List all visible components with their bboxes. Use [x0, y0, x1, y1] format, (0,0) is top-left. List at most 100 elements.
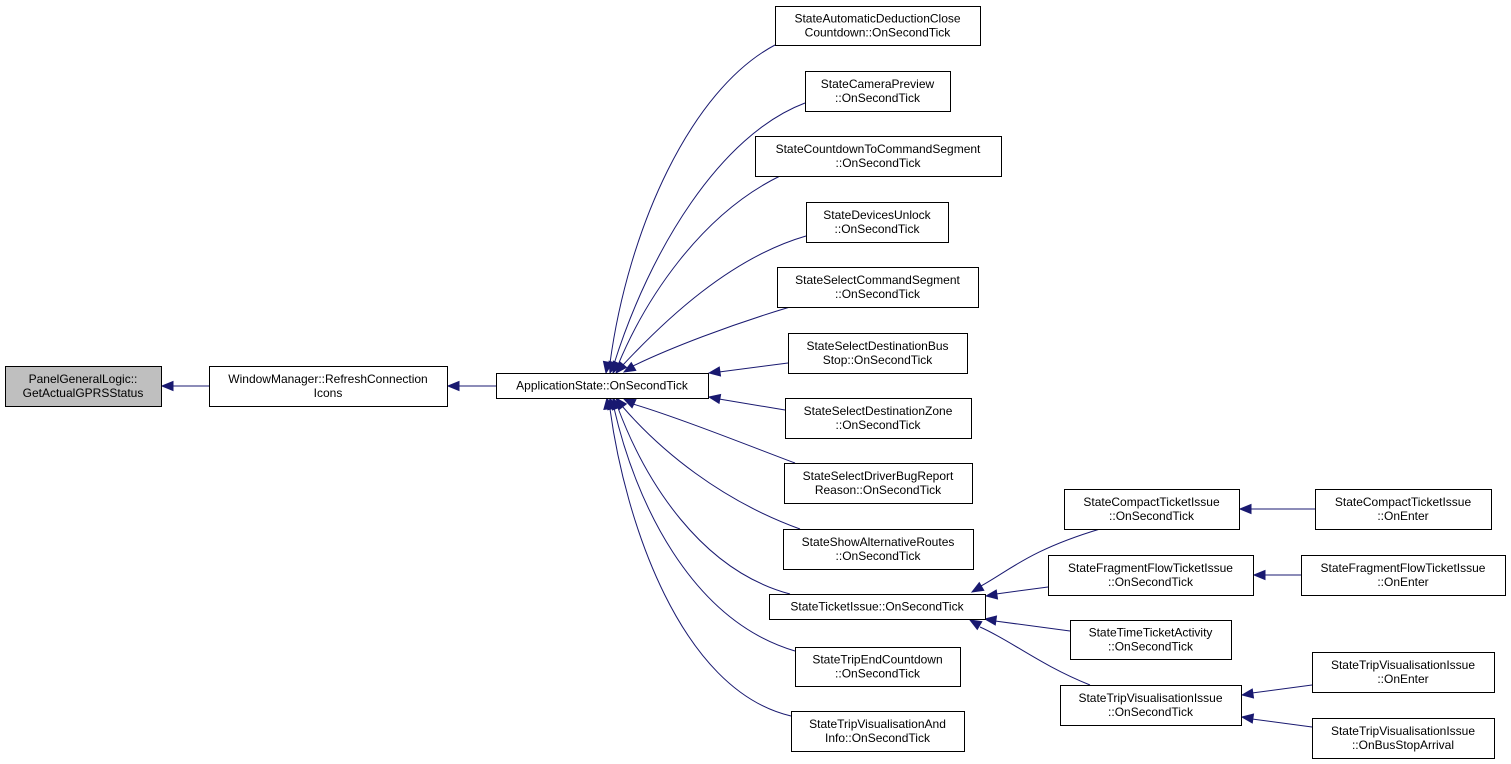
graph-node[interactable]: StateTripEndCountdown::OnSecondTick — [795, 647, 961, 687]
node-box[interactable] — [775, 6, 981, 46]
node-label: Reason::OnSecondTick — [815, 483, 942, 497]
edge-line — [995, 586, 1049, 595]
edge-n3-to-n2 — [602, 44, 776, 375]
node-box[interactable] — [795, 647, 961, 687]
graph-node[interactable]: StateTripVisualisationIssue::OnSecondTic… — [1060, 685, 1242, 726]
node-label: StateTripVisualisationIssue — [1078, 691, 1222, 705]
graph-node[interactable]: StateSelectCommandSegment::OnSecondTick — [777, 267, 979, 308]
node-box[interactable] — [1312, 718, 1495, 759]
node-label: StateCompactTicketIssue — [1335, 495, 1472, 509]
graph-node[interactable]: StateCameraPreview::OnSecondTick — [805, 71, 951, 112]
edge-n16-to-n12 — [984, 586, 1049, 600]
node-label: ApplicationState::OnSecondTick — [516, 379, 689, 393]
arrowhead-icon — [983, 615, 998, 626]
graph-node[interactable]: StateTripVisualisationAndInfo::OnSecondT… — [791, 711, 965, 752]
edge-n18-to-n12 — [968, 619, 1091, 686]
node-box[interactable] — [806, 202, 949, 243]
nodes-layer: PanelGeneralLogic::GetActualGPRSStatus Wi… — [5, 6, 1506, 759]
node-box[interactable] — [769, 594, 986, 620]
arrowhead-icon — [622, 398, 637, 409]
node-label: ::OnEnter — [1377, 575, 1428, 589]
arrowhead-icon — [1252, 569, 1266, 581]
graph-node[interactable]: StateTripVisualisationIssue::OnEnter — [1312, 652, 1495, 693]
node-box[interactable] — [1048, 555, 1254, 596]
edge-n22-to-n18 — [1240, 713, 1313, 728]
node-label: PanelGeneralLogic:: — [29, 372, 138, 386]
node-box[interactable] — [1070, 620, 1232, 660]
node-label: StateSelectDriverBugReport — [803, 469, 954, 483]
root-node[interactable]: PanelGeneralLogic::GetActualGPRSStatus — [5, 366, 162, 407]
graph-node[interactable]: StateTimeTicketActivity::OnSecondTick — [1070, 620, 1232, 660]
node-label: StateTicketIssue::OnSecondTick — [790, 600, 964, 614]
node-box[interactable] — [5, 366, 162, 407]
node-label: ::OnSecondTick — [835, 222, 921, 236]
node-box[interactable] — [783, 529, 974, 570]
arrowhead-icon — [603, 396, 614, 411]
edge-line — [718, 398, 786, 411]
edges-layer — [160, 44, 1315, 728]
node-box[interactable] — [1312, 652, 1495, 693]
node-box[interactable] — [1301, 555, 1506, 596]
arrowhead-icon — [1240, 713, 1255, 724]
node-box[interactable] — [777, 267, 979, 308]
edge-n9-to-n2 — [707, 393, 786, 411]
node-box[interactable] — [788, 333, 968, 374]
node-box[interactable] — [496, 373, 709, 399]
node-box[interactable] — [784, 463, 973, 504]
edge-line — [632, 403, 796, 464]
graph-node[interactable]: StateTicketIssue::OnSecondTick — [769, 594, 986, 620]
node-label: StateTimeTicketActivity — [1089, 626, 1213, 640]
node-label: ::OnSecondTick — [835, 287, 921, 301]
node-box[interactable] — [755, 136, 1002, 177]
node-label: StateSelectDestinationBus — [806, 339, 948, 353]
node-label: Info::OnSecondTick — [825, 731, 931, 745]
graph-node[interactable]: StateSelectDriverBugReportReason::OnSeco… — [784, 463, 973, 504]
graph-node[interactable]: StateTripVisualisationIssue::OnBusStopAr… — [1312, 718, 1495, 759]
graph-node[interactable]: StateDevicesUnlock::OnSecondTick — [806, 202, 949, 243]
node-label: GetActualGPRSStatus — [23, 386, 144, 400]
node-label: ::OnSecondTick — [1108, 575, 1194, 589]
edge-line — [617, 175, 781, 366]
graph-node[interactable]: StateCompactTicketIssue::OnEnter — [1315, 489, 1492, 530]
edge-line — [613, 407, 796, 652]
arrowhead-icon — [1238, 503, 1252, 515]
node-label: StateShowAlternativeRoutes — [802, 535, 955, 549]
node-label: StateTripEndCountdown — [812, 653, 942, 667]
graph-node[interactable]: ApplicationState::OnSecondTick — [496, 373, 709, 399]
node-label: ::OnSecondTick — [1108, 640, 1194, 654]
edge-n7-to-n2 — [622, 306, 791, 373]
graph-node[interactable]: StateCountdownToCommandSegment::OnSecond… — [755, 136, 1002, 177]
graph-node[interactable]: StateAutomaticDeductionCloseCountdown::O… — [775, 6, 981, 46]
node-label: ::OnEnter — [1377, 672, 1428, 686]
edge-line — [621, 235, 807, 367]
node-box[interactable] — [785, 398, 972, 439]
edge-line — [1251, 718, 1313, 728]
edge-n20-to-n16 — [1252, 569, 1301, 581]
edge-n14-to-n2 — [603, 396, 792, 717]
node-box[interactable] — [805, 71, 951, 112]
edge-n19-to-n15 — [1238, 503, 1315, 515]
node-label: StateFragmentFlowTicketIssue — [1068, 561, 1233, 575]
edge-line — [609, 44, 776, 364]
node-box[interactable] — [1060, 685, 1242, 726]
node-label: StateCameraPreview — [821, 77, 935, 91]
node-label: ::OnSecondTick — [1109, 509, 1195, 523]
graph-node[interactable]: StateCompactTicketIssue::OnSecondTick — [1064, 489, 1240, 530]
node-box[interactable] — [1064, 489, 1240, 530]
node-label: StateCountdownToCommandSegment — [776, 142, 981, 156]
graph-node[interactable]: StateSelectDestinationBusStop::OnSecondT… — [788, 333, 968, 374]
node-label: ::OnSecondTick — [835, 667, 921, 681]
graph-node[interactable]: StateSelectDestinationZone::OnSecondTick — [785, 398, 972, 439]
node-label: StateFragmentFlowTicketIssue — [1321, 561, 1486, 575]
edge-line — [994, 620, 1071, 632]
graph-node[interactable]: StateShowAlternativeRoutes::OnSecondTick — [783, 529, 974, 570]
node-box[interactable] — [791, 711, 965, 752]
node-label: WindowManager::RefreshConnection — [228, 372, 427, 386]
node-label: StateSelectDestinationZone — [804, 404, 953, 418]
graph-node[interactable]: StateFragmentFlowTicketIssue::OnSecondTi… — [1048, 555, 1254, 596]
graph-node[interactable]: StateFragmentFlowTicketIssue::OnEnter — [1301, 555, 1506, 596]
node-label: ::OnEnter — [1377, 509, 1428, 523]
node-box[interactable] — [1315, 489, 1492, 530]
node-box[interactable] — [209, 366, 448, 407]
